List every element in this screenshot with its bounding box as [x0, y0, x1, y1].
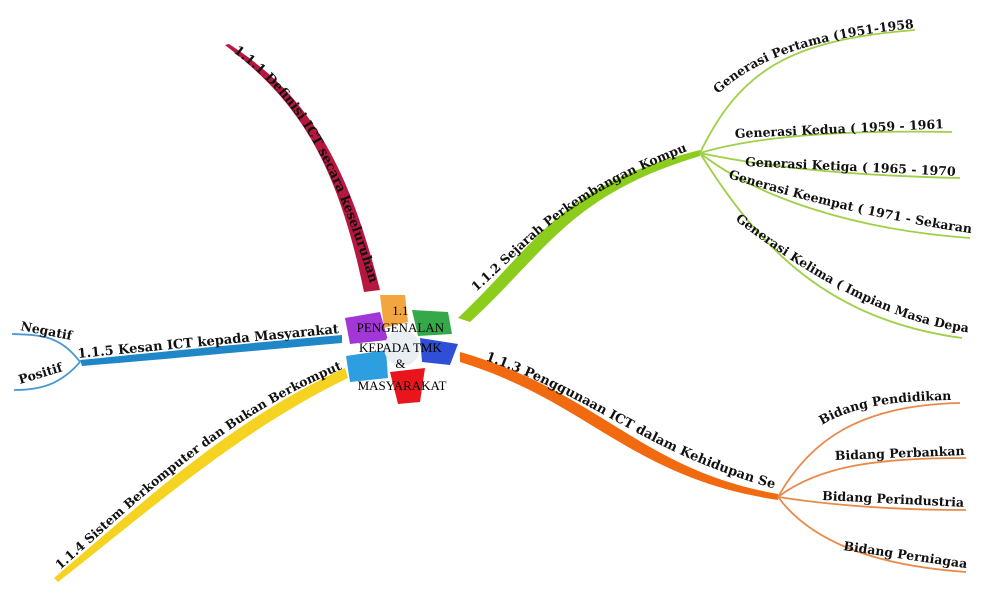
- branch-113-subtree: [777, 402, 967, 573]
- center-line-1: 1.1: [392, 303, 408, 318]
- branch-115-line: [80, 335, 342, 366]
- branch-114-line: [54, 368, 348, 582]
- bidang-perbankan-label[interactable]: Bidang Perbankan: [835, 443, 965, 463]
- branch-111: 1.1.1 Definisi ICT secara keseluruhan: [225, 43, 381, 292]
- branch-113-label[interactable]: 1.1.3 Penggunaan ICT dalam Kehidupan Seh…: [0, 0, 777, 492]
- gen-kedua-label[interactable]: Generasi Kedua ( 1959 - 1961 ): [0, 0, 949, 141]
- center-line-2: PENGENALAN: [357, 320, 445, 335]
- center-line-5: MASYARAKAT: [358, 378, 447, 393]
- branch-112-subtree: [699, 29, 971, 339]
- central-topic-label: 1.1 PENGENALAN KEPADA TMK & MASYARAKAT: [357, 303, 448, 393]
- branch-112-line: [458, 150, 700, 322]
- bidang-pendidikan-label[interactable]: Bidang Pendidikan: [816, 388, 951, 428]
- central-topic-graphic: [345, 295, 458, 404]
- gen-ketiga-label[interactable]: Generasi Ketiga ( 1965 - 1970 ): [0, 0, 960, 179]
- gen-pertama-label[interactable]: Generasi Pertama (1951-1958): [0, 0, 915, 96]
- negatif-label[interactable]: Negatif: [19, 318, 75, 343]
- center-line-4: &: [395, 356, 405, 371]
- branch-112: 1.1.2 Sejarah Perkembangan Komputer Gene…: [0, 0, 973, 339]
- branch-111-label[interactable]: 1.1.1 Definisi ICT secara keseluruhan: [231, 43, 381, 285]
- branch-113-line: [460, 352, 778, 500]
- bidang-perindustrian-label[interactable]: Bidang Perindustrian: [0, 0, 964, 510]
- center-line-3: KEPADA TMK: [359, 340, 442, 355]
- branch-112-label[interactable]: 1.1.2 Sejarah Perkembangan Komputer: [0, 0, 689, 294]
- branch-115-subtree: [11, 333, 81, 391]
- positif-label[interactable]: Positif: [17, 359, 66, 387]
- branch-114: 1.1.4 Sistem Berkomputer dan Bukan Berko…: [0, 0, 348, 582]
- branch-111-line: [225, 44, 380, 292]
- central-topic[interactable]: 1.1 PENGENALAN KEPADA TMK & MASYARAKAT: [345, 295, 458, 404]
